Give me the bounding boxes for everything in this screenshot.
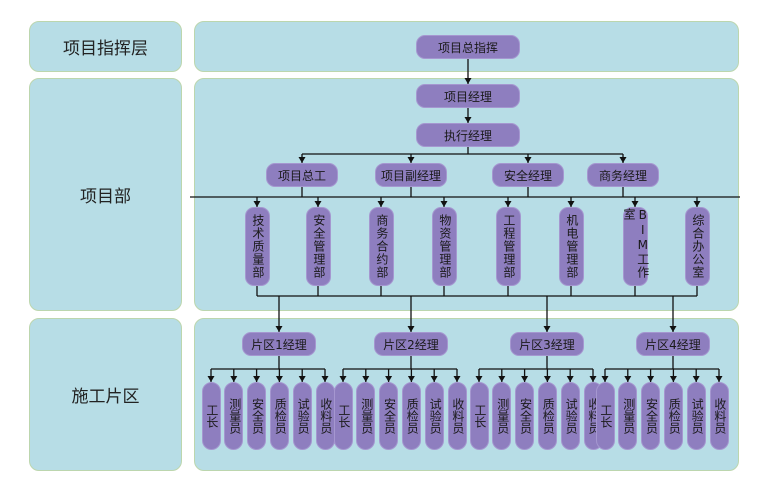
node-zone2-staff-2: 测量员 bbox=[356, 382, 376, 450]
row-label-command-text: 项目指挥层 bbox=[63, 39, 148, 59]
node-department-5-label: 工程管理部 bbox=[501, 214, 516, 279]
node-zone3-staff-5-label: 试验员 bbox=[564, 398, 579, 434]
node-zone3-staff-1-label: 工长 bbox=[472, 404, 487, 428]
node-department-7-label: BIM工作室 bbox=[622, 208, 650, 279]
node-zone2-staff-3-label: 安全员 bbox=[382, 398, 397, 434]
node-zone4-staff-1-label: 工长 bbox=[598, 404, 613, 428]
node-department-6: 机电管理部 bbox=[558, 207, 584, 286]
node-zone4-staff-4: 质检员 bbox=[663, 382, 683, 450]
node-zone1-staff-4-label: 质检员 bbox=[273, 398, 288, 434]
node-department-8: 综合办公室 bbox=[684, 207, 710, 286]
node-deputy-2-label: 项目副经理 bbox=[380, 168, 441, 183]
node-zone3-staff-1: 工长 bbox=[469, 382, 489, 450]
node-department-3-label: 商务合约部 bbox=[374, 214, 389, 279]
node-zone1-staff-1-label: 工长 bbox=[204, 404, 219, 428]
node-zone2-staff-3: 安全员 bbox=[379, 382, 399, 450]
node-zone2-staff-4-label: 质检员 bbox=[405, 398, 420, 434]
node-zone1-staff-5: 试验员 bbox=[292, 382, 312, 450]
node-zone4-staff-5: 试验员 bbox=[686, 382, 706, 450]
node-department-2: 安全管理部 bbox=[305, 207, 331, 286]
node-department-2-label: 安全管理部 bbox=[311, 214, 326, 279]
row-label-project: 项目部 bbox=[29, 78, 182, 311]
node-zone1-staff-2-label: 测量员 bbox=[227, 398, 242, 434]
node-deputy-3: 安全经理 bbox=[492, 163, 564, 187]
node-zone2-staff-1: 工长 bbox=[333, 382, 353, 450]
node-commander: 项目总指挥 bbox=[416, 35, 520, 59]
node-zone4-staff-1: 工长 bbox=[595, 382, 615, 450]
node-zone2-staff-6: 收料员 bbox=[447, 382, 467, 450]
node-zone3-staff-4-label: 质检员 bbox=[541, 398, 556, 434]
node-department-6-label: 机电管理部 bbox=[564, 214, 579, 279]
row-label-project-text: 项目部 bbox=[80, 187, 131, 207]
node-zone-manager-4: 片区4经理 bbox=[636, 332, 710, 356]
row-label-command: 项目指挥层 bbox=[29, 21, 182, 72]
node-deputy-4-label: 商务经理 bbox=[598, 168, 647, 183]
node-deputy-4: 商务经理 bbox=[587, 163, 659, 187]
node-deputy-1-label: 项目总工 bbox=[277, 168, 326, 183]
node-commander-label: 项目总指挥 bbox=[437, 40, 498, 55]
node-project-manager-label: 项目经理 bbox=[443, 89, 492, 104]
project-panel bbox=[194, 78, 739, 311]
node-deputy-1: 项目总工 bbox=[266, 163, 338, 187]
node-zone3-staff-4: 质检员 bbox=[537, 382, 557, 450]
node-zone4-staff-3-label: 安全员 bbox=[644, 398, 659, 434]
node-zone3-staff-2-label: 测量员 bbox=[495, 398, 510, 434]
node-project-manager: 项目经理 bbox=[416, 84, 520, 108]
node-department-7: BIM工作室 bbox=[622, 207, 650, 286]
node-zone3-staff-5: 试验员 bbox=[560, 382, 580, 450]
node-zone-manager-3: 片区3经理 bbox=[510, 332, 584, 356]
node-zone1-staff-6: 收料员 bbox=[315, 382, 335, 450]
node-department-1: 技术质量部 bbox=[244, 207, 270, 286]
node-zone2-staff-1-label: 工长 bbox=[336, 404, 351, 428]
node-department-4-label: 物资管理部 bbox=[437, 214, 452, 279]
node-zone2-staff-4: 质检员 bbox=[401, 382, 421, 450]
node-department-8-label: 综合办公室 bbox=[690, 214, 705, 279]
node-zone1-staff-6-label: 收料员 bbox=[318, 398, 333, 434]
row-label-site: 施工片区 bbox=[29, 318, 182, 471]
node-zone3-staff-2: 测量员 bbox=[492, 382, 512, 450]
node-executive-manager-label: 执行经理 bbox=[443, 128, 492, 143]
node-zone2-staff-6-label: 收料员 bbox=[450, 398, 465, 434]
node-zone-manager-4-label: 片区4经理 bbox=[645, 337, 701, 352]
node-zone-manager-2: 片区2经理 bbox=[374, 332, 448, 356]
node-zone-manager-3-label: 片区3经理 bbox=[519, 337, 575, 352]
node-zone-manager-2-label: 片区2经理 bbox=[383, 337, 439, 352]
node-department-3: 商务合约部 bbox=[368, 207, 394, 286]
node-department-1-label: 技术质量部 bbox=[250, 214, 265, 279]
node-zone3-staff-3-label: 安全员 bbox=[518, 398, 533, 434]
node-zone4-staff-2: 测量员 bbox=[618, 382, 638, 450]
node-zone1-staff-5-label: 试验员 bbox=[296, 398, 311, 434]
node-zone3-staff-3: 安全员 bbox=[515, 382, 535, 450]
node-zone1-staff-1: 工长 bbox=[201, 382, 221, 450]
node-zone-manager-1-label: 片区1经理 bbox=[251, 337, 307, 352]
node-department-4: 物资管理部 bbox=[431, 207, 457, 286]
node-zone1-staff-4: 质检员 bbox=[269, 382, 289, 450]
node-zone2-staff-2-label: 测量员 bbox=[359, 398, 374, 434]
node-zone4-staff-3: 安全员 bbox=[641, 382, 661, 450]
row-label-site-text: 施工片区 bbox=[71, 387, 140, 407]
node-zone-manager-1: 片区1经理 bbox=[242, 332, 316, 356]
node-zone4-staff-4-label: 质检员 bbox=[667, 398, 682, 434]
node-zone1-staff-3-label: 安全员 bbox=[250, 398, 265, 434]
node-zone4-staff-2-label: 测量员 bbox=[621, 398, 636, 434]
node-department-5: 工程管理部 bbox=[495, 207, 521, 286]
node-zone4-staff-5-label: 试验员 bbox=[690, 398, 705, 434]
node-deputy-3-label: 安全经理 bbox=[503, 168, 552, 183]
node-zone2-staff-5-label: 试验员 bbox=[428, 398, 443, 434]
node-executive-manager: 执行经理 bbox=[416, 123, 520, 147]
node-zone2-staff-5: 试验员 bbox=[424, 382, 444, 450]
node-zone1-staff-3: 安全员 bbox=[247, 382, 267, 450]
node-zone1-staff-2: 测量员 bbox=[224, 382, 244, 450]
node-zone4-staff-6: 收料员 bbox=[709, 382, 729, 450]
node-deputy-2: 项目副经理 bbox=[375, 163, 447, 187]
node-zone4-staff-6-label: 收料员 bbox=[712, 398, 727, 434]
